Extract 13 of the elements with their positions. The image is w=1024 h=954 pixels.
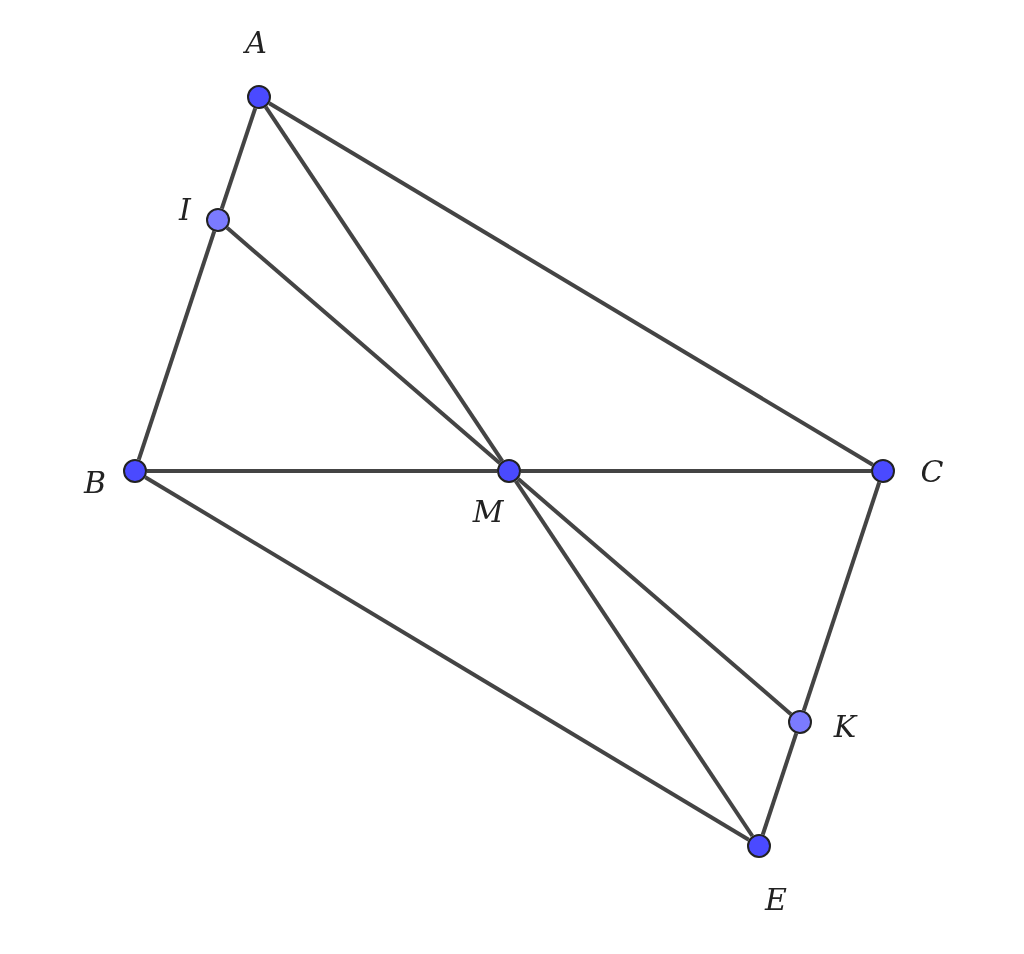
point-label: A [245,28,267,58]
point-label: I [179,195,191,225]
point-label: B [84,468,106,498]
line-segment [760,732,799,836]
point-label: K [833,712,857,742]
point-label: M [472,497,504,527]
line-segment [136,230,217,461]
line-segment [219,107,258,210]
line-segment [521,469,871,473]
line-segment [801,481,882,712]
point-label: E [765,885,787,915]
point-label: C [920,457,944,487]
line-segment [147,469,497,473]
